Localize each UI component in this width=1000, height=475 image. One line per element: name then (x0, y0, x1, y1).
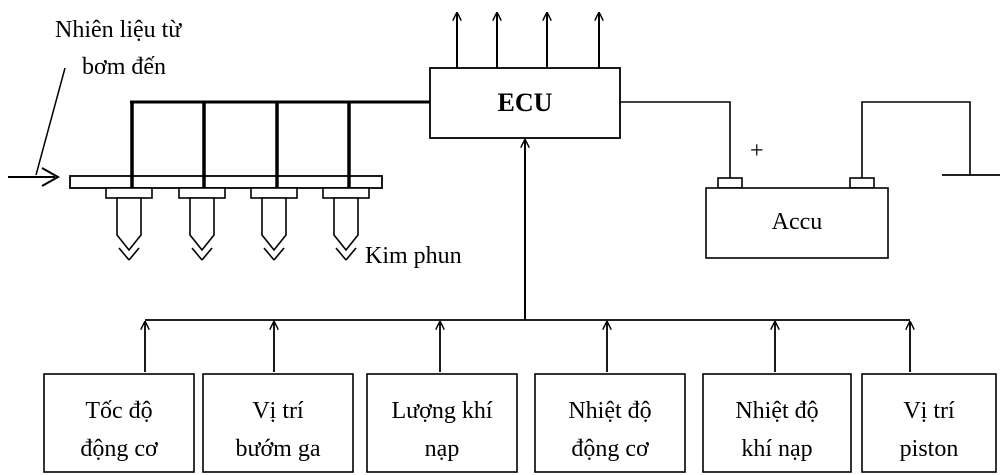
injector-4 (322, 187, 370, 261)
injector-2 (178, 187, 226, 261)
ecu-battery-wire (620, 101, 731, 178)
battery-negative-terminal (849, 177, 875, 189)
sensor-engine-temperature: Nhiệt độ động cơ (534, 373, 686, 473)
sensor-engine-temperature-line1: Nhiệt độ (568, 398, 651, 424)
ecu-box (429, 67, 621, 139)
battery-label: Accu (772, 209, 823, 235)
fuel-inlet-label-line2: bơm đến (82, 54, 166, 80)
injector-3 (250, 187, 298, 261)
sensor-air-mass-line1: Lượng khí (391, 398, 492, 424)
fuel-inlet-arrow (8, 167, 61, 187)
sensor-arrows (145, 322, 910, 372)
sensor-intake-air-temperature-line2: khí nạp (741, 436, 812, 462)
ecu-output-arrows (457, 13, 599, 68)
sensor-air-mass: Lượng khí nạp (366, 373, 518, 473)
fuel-rail (69, 175, 383, 189)
battery-plus-sign: + (750, 138, 764, 164)
sensor-air-mass-line2: nạp (425, 436, 460, 462)
injector-1 (105, 187, 153, 261)
sensor-intake-air-temperature: Nhiệt độ khí nạp (702, 373, 852, 473)
sensor-engine-temperature-line2: động cơ (571, 436, 649, 462)
sensor-throttle-position-line1: Vị trí (252, 398, 304, 424)
sensor-piston-position: Vị trí piston (861, 373, 997, 473)
ecu-label: ECU (498, 88, 553, 117)
sensor-piston-position-line2: piston (900, 436, 959, 462)
injector-wiring (130, 100, 430, 190)
sensor-throttle-position-line2: bướm ga (235, 436, 320, 462)
sensor-throttle-position: Vị trí bướm ga (202, 373, 354, 473)
injector-label: Kim phun (365, 243, 462, 269)
sensor-intake-air-temperature-line1: Nhiệt độ (735, 398, 818, 424)
fuel-inlet-leader (35, 67, 66, 176)
ground-wire (861, 101, 971, 178)
sensor-engine-speed-line2: động cơ (80, 436, 158, 462)
fuel-inlet-label-line1: Nhiên liệu từ (55, 17, 182, 43)
sensor-engine-speed: Tốc độ động cơ (43, 373, 195, 473)
battery-box (705, 187, 889, 259)
battery-positive-terminal (717, 177, 743, 189)
sensor-engine-speed-line1: Tốc độ (85, 398, 152, 424)
sensor-piston-position-line1: Vị trí (903, 398, 955, 424)
